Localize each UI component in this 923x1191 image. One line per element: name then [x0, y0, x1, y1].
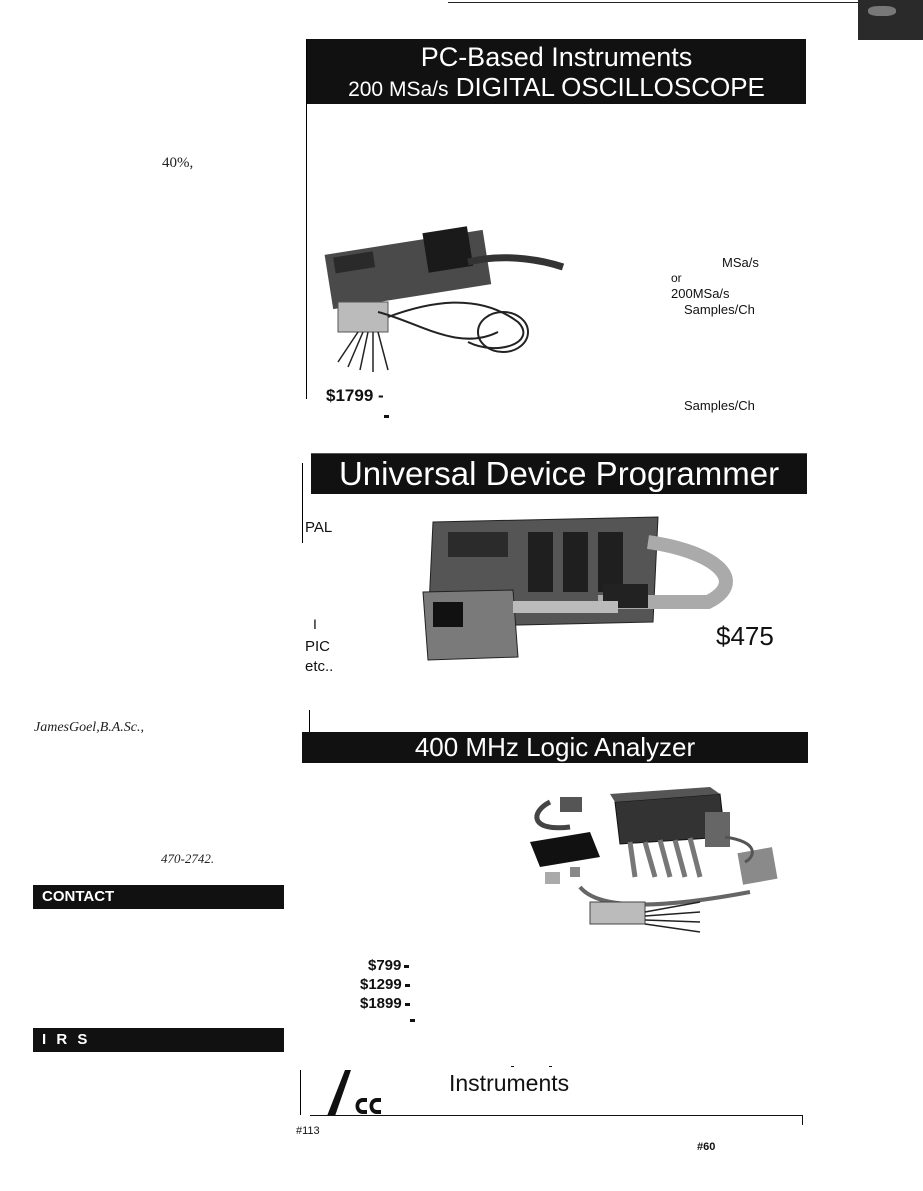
programmer-pic: PIC [305, 638, 331, 655]
brand-name: Instruments [449, 1070, 570, 1096]
logic-analyzer-photo [530, 787, 778, 933]
price-dash [410, 1019, 415, 1022]
programmer-pal: PAL [305, 519, 333, 536]
logic-analyzer-price-1: $799 [368, 957, 410, 974]
company-logo-icon [327, 1070, 381, 1116]
programmer-etc: etc.. [305, 658, 334, 675]
oscilloscope-name-label: DIGITAL OSCILLOSCOPE [455, 72, 765, 102]
ad-frame-bottom [310, 1115, 802, 1116]
reader-service-number-right: #60 [697, 1141, 716, 1153]
logic-analyzer-ad-header: 400 MHz Logic Analyzer [302, 732, 808, 763]
programmer-ad-header: Universal Device Programmer [311, 453, 807, 494]
spec-or: or [671, 271, 682, 285]
corner-page-tab [858, 0, 923, 40]
top-rule [448, 2, 858, 3]
price-dash [404, 983, 410, 987]
ad-frame-left-mid [302, 463, 303, 543]
oscilloscope-ad-title: PC-Based Instruments [420, 42, 693, 72]
programmer-card-photo [422, 516, 733, 661]
oscilloscope-card-photo [324, 226, 565, 372]
logic-analyzer-price-2-value: $1299 [360, 976, 402, 993]
contact-section-bar: CONTACT [33, 885, 284, 909]
brand-mark [549, 1066, 552, 1067]
price-dash [384, 415, 389, 418]
irs-section-bar: I R S [33, 1028, 284, 1052]
sample-rate-label: 200 MSa/s [348, 78, 449, 101]
oscilloscope-ad-header: PC-Based Instruments 200 MSa/s DIGITAL O… [307, 39, 806, 104]
spec-msa: MSa/s [722, 255, 759, 270]
ad-frame-left-lower [309, 710, 310, 732]
logic-analyzer-price-2: $1299 [360, 976, 410, 993]
logic-analyzer-price-1-value: $799 [368, 957, 402, 974]
logic-analyzer-price-3-value: $1899 [360, 995, 402, 1012]
ad-frame-left-bottom [300, 1070, 301, 1115]
spec-200msa: 200MSa/s [671, 286, 730, 301]
brand-mark [511, 1066, 514, 1067]
programmer-bar-glyph: I [313, 616, 317, 632]
author-name: JamesGoel,B.A.Sc., [34, 720, 145, 735]
oscilloscope-ad-subtitle: 200 MSa/s DIGITAL OSCILLOSCOPE [307, 72, 806, 105]
spec-samples-per-channel: Samples/Ch [684, 302, 755, 317]
ad-frame-corner [802, 1115, 803, 1125]
ad-frame-left-top [306, 39, 307, 399]
reader-service-number-left: #113 [296, 1125, 320, 1137]
price-dash [404, 964, 410, 968]
spec-samples-per-channel-2: Samples/Ch [684, 398, 755, 413]
phone-number: 470-2742. [161, 851, 215, 866]
logic-analyzer-price-3: $1899 [360, 995, 410, 1012]
oscilloscope-price: $1799 - [326, 386, 384, 405]
percent-text: 40%, [162, 155, 194, 171]
programmer-price: $475 [716, 621, 774, 651]
price-dash [404, 1002, 410, 1006]
